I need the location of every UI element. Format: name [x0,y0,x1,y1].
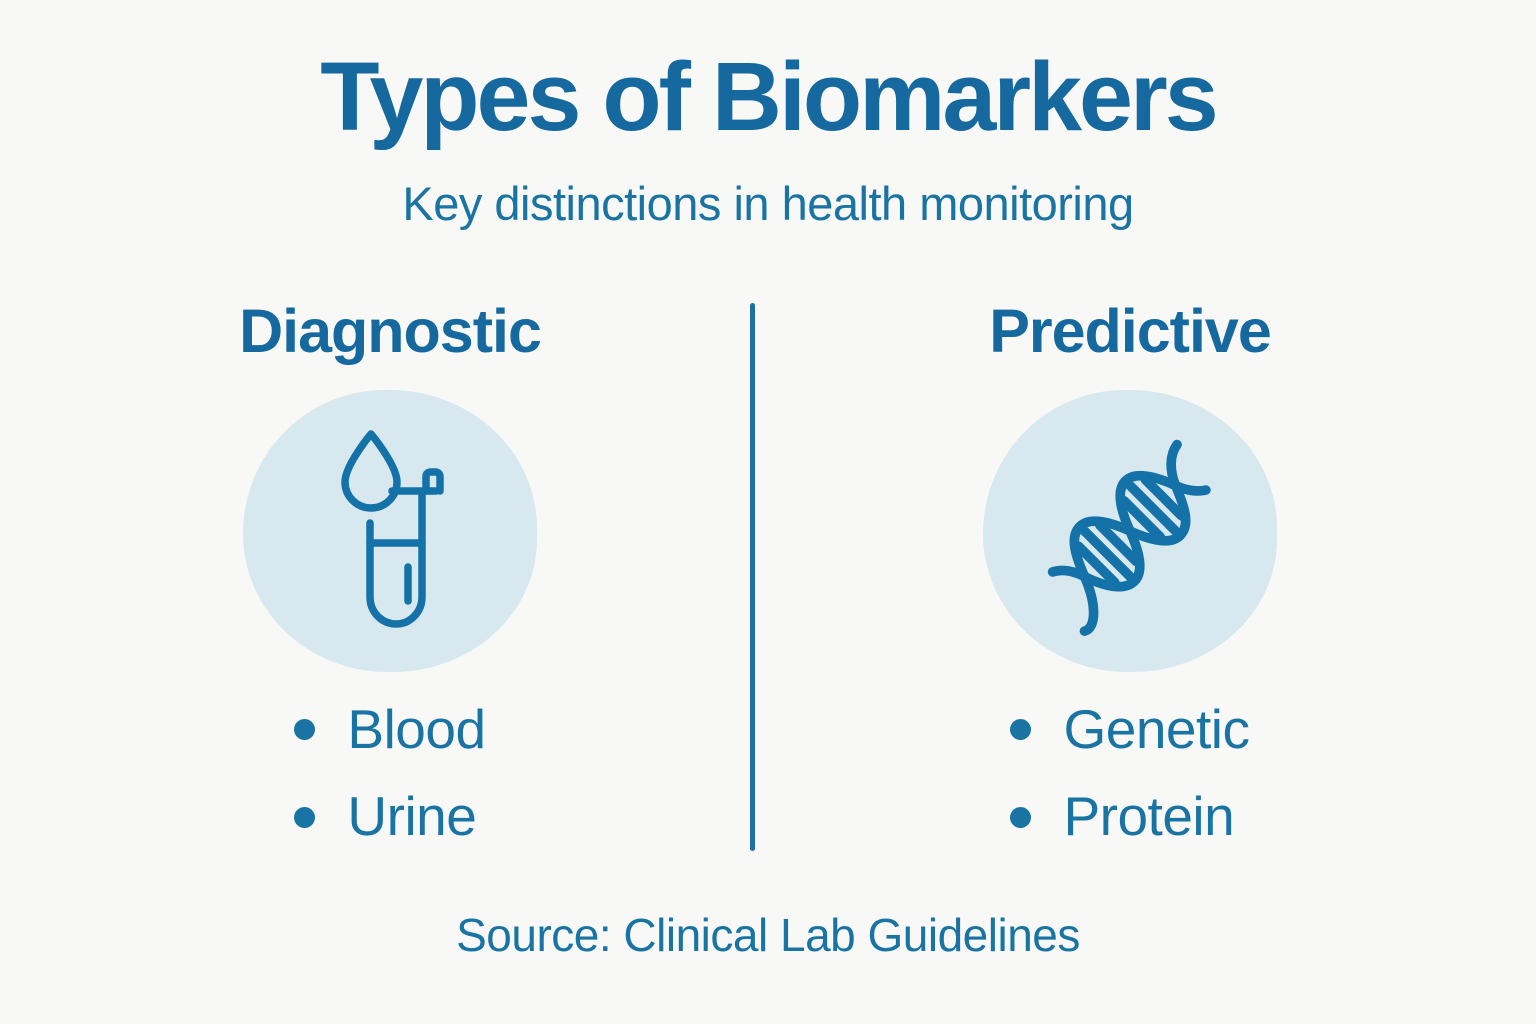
source-note: Source: Clinical Lab Guidelines [456,909,1080,961]
page-title: Types of Biomarkers [320,42,1218,151]
predictive-icon-circle [983,390,1277,673]
diagnostic-list: Blood Urine [294,698,486,849]
predictive-heading: Predictive [989,297,1272,365]
column-divider [750,303,755,851]
diagnostic-column: Diagnostic Blood [40,296,740,849]
page-subtitle: Key distinctions in health monitoring [402,177,1134,230]
bullet-icon [294,719,316,741]
list-item: Urine [294,785,477,848]
predictive-column: Predictive [780,296,1480,849]
predictive-list: Genetic Protein [1010,698,1250,849]
diagnostic-heading: Diagnostic [239,297,542,365]
list-item-label: Protein [1063,785,1235,848]
diagnostic-icon-circle [243,390,537,673]
list-item: Genetic [1010,698,1250,761]
bullet-icon [1010,719,1032,741]
list-item-label: Blood [347,698,486,761]
list-item-label: Urine [347,785,477,848]
dna-helix-icon [1047,439,1211,637]
list-item: Protein [1010,785,1235,848]
list-item: Blood [294,698,486,761]
list-item-label: Genetic [1063,698,1250,761]
blood-sample-tube-icon [341,430,444,628]
bullet-icon [1010,806,1032,828]
bullet-icon [294,806,316,828]
